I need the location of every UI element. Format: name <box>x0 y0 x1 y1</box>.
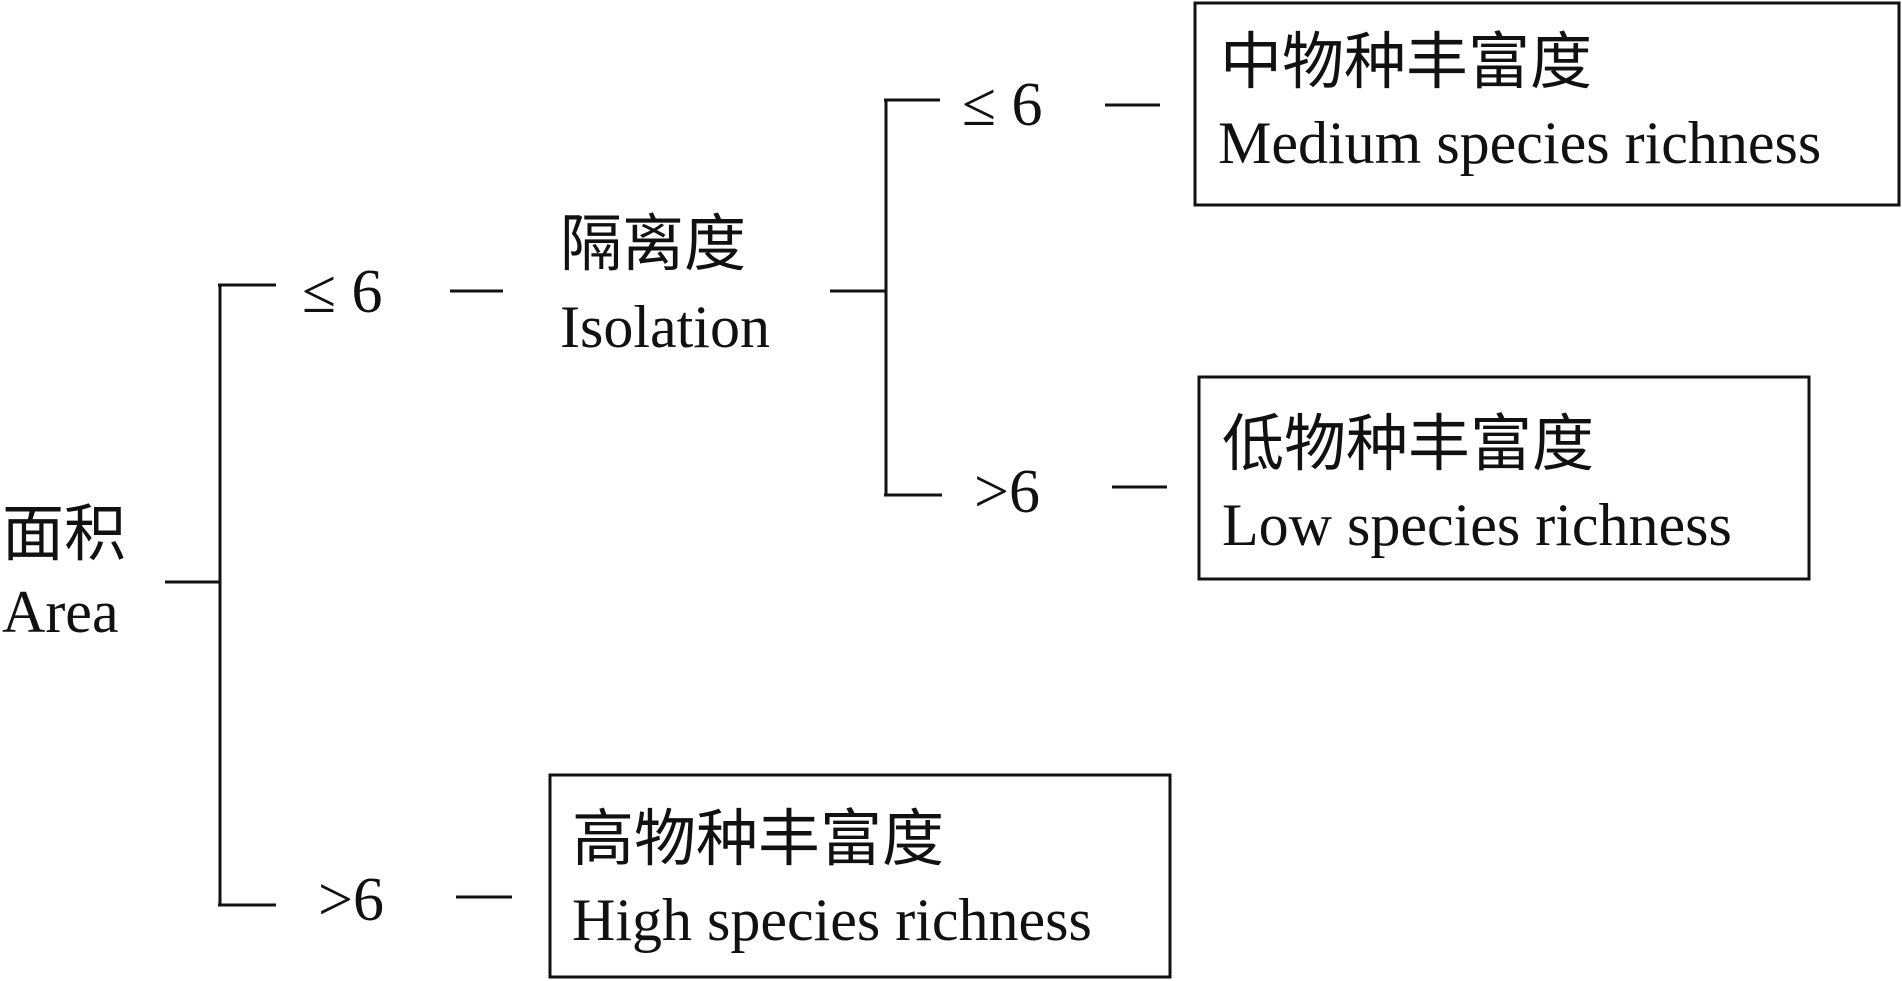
leaf-low-box <box>1197 375 1811 581</box>
root-connectors <box>165 283 276 907</box>
leaf-high-box <box>548 773 1172 979</box>
isolation-node: 隔离度 Isolation <box>560 211 770 360</box>
leaf-high-zh: 高物种丰富度 <box>572 806 944 874</box>
leaf-low: 低物种丰富度 Low species richness <box>1197 375 1811 581</box>
root-label-en: Area <box>2 579 119 645</box>
leaf-medium-zh: 中物种丰富度 <box>1220 29 1592 97</box>
leaf-medium-box <box>1193 1 1901 207</box>
isolation-label-zh: 隔离度 <box>560 211 746 279</box>
leaf-low-zh: 低物种丰富度 <box>1222 411 1594 479</box>
root-node: 面积 Area <box>2 501 126 645</box>
leaf-high: 高物种丰富度 High species richness <box>548 773 1172 979</box>
root-branch-gt-label: >6 <box>318 866 384 934</box>
leaf-low-en: Low species richness <box>1222 492 1732 558</box>
leaf-high-en: High species richness <box>572 887 1092 953</box>
leaf-medium-en: Medium species richness <box>1218 110 1821 176</box>
isolation-connectors <box>830 98 942 497</box>
root-branch-le-label: ≤ 6 <box>302 258 383 326</box>
root-label-zh: 面积 <box>2 501 126 569</box>
isolation-label-en: Isolation <box>560 294 770 360</box>
isolation-branch-le-label: ≤ 6 <box>962 71 1043 139</box>
leaf-medium: 中物种丰富度 Medium species richness <box>1193 1 1901 207</box>
isolation-branch-gt-label: >6 <box>974 458 1040 526</box>
